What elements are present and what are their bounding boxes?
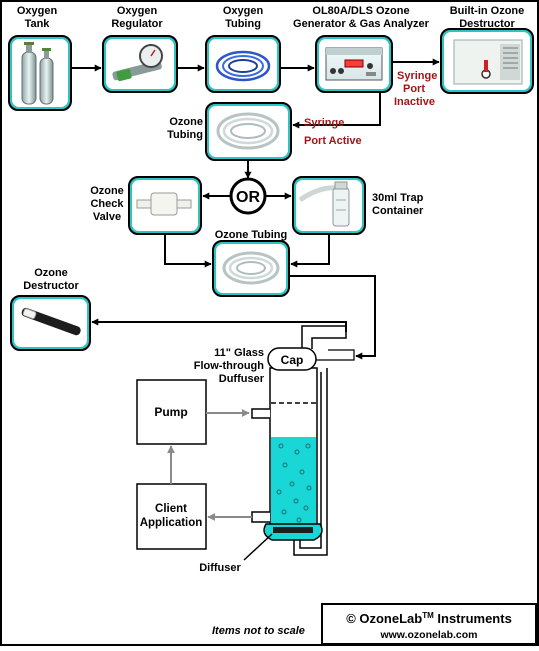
- regulator-panel: [102, 35, 178, 93]
- label-syringe-active: Syringe Port Active: [304, 117, 362, 147]
- trap-container-panel: [292, 176, 366, 235]
- cap-text: Cap: [281, 353, 304, 367]
- ozone-tubing-lower-panel: [212, 240, 290, 297]
- destructor-tube-icon: [21, 307, 81, 336]
- builtin-destructor-panel: [440, 28, 534, 94]
- destructor-unit-icon: [453, 39, 523, 85]
- brand-line: © OzoneLabTM Instruments: [346, 611, 512, 626]
- arrow-generator-ozone-tubing: [292, 92, 381, 129]
- pump-box: Pump: [136, 379, 207, 445]
- arrow-valve-tubing: [164, 234, 212, 268]
- check-valve-icon: [136, 192, 192, 216]
- arrow-trap-tubing: [290, 234, 330, 268]
- oxygen-tubing-panel: [205, 35, 281, 93]
- regulator-icon: [112, 44, 163, 82]
- glass-diffuser: [269, 325, 355, 556]
- ozone-tubing-upper-panel: [205, 102, 292, 161]
- brand-box: © OzoneLabTM Instruments www.ozonelab.co…: [321, 603, 537, 645]
- oxygen-tank-icon: [21, 42, 54, 105]
- brand-url: www.ozonelab.com: [379, 629, 477, 641]
- footer-note: Items not to scale: [212, 625, 305, 637]
- trap-container-icon: [298, 181, 350, 227]
- port-lower: [251, 511, 270, 523]
- label-diffuser: Diffuser: [199, 562, 241, 574]
- bubbles: [276, 443, 312, 523]
- white-tubing-icon-2: [222, 251, 280, 285]
- label-syringe-inactive: Syringe Port Inactive: [394, 70, 440, 108]
- pump-label: Pump: [154, 405, 187, 419]
- generator-icon: [325, 47, 383, 81]
- line-tubing-to-glass: [289, 275, 376, 360]
- generator-panel: [315, 35, 393, 93]
- arrow-glass-destructor: [91, 318, 347, 332]
- or-node: OR: [229, 177, 267, 215]
- glass-cap: Cap: [267, 347, 317, 371]
- ozone-destructor-panel: [10, 295, 91, 351]
- white-tubing-icon: [216, 112, 280, 150]
- check-valve-panel: [128, 176, 202, 235]
- diffuser-pointer: [243, 533, 273, 561]
- oxygen-tank-panel: [8, 35, 72, 111]
- or-text: OR: [236, 189, 260, 206]
- port-upper: [251, 408, 270, 419]
- glass-bottom: [263, 523, 323, 541]
- label-ozone-tubing-lower: Ozone Tubing: [215, 229, 288, 241]
- blue-tubing-icon: [215, 50, 271, 82]
